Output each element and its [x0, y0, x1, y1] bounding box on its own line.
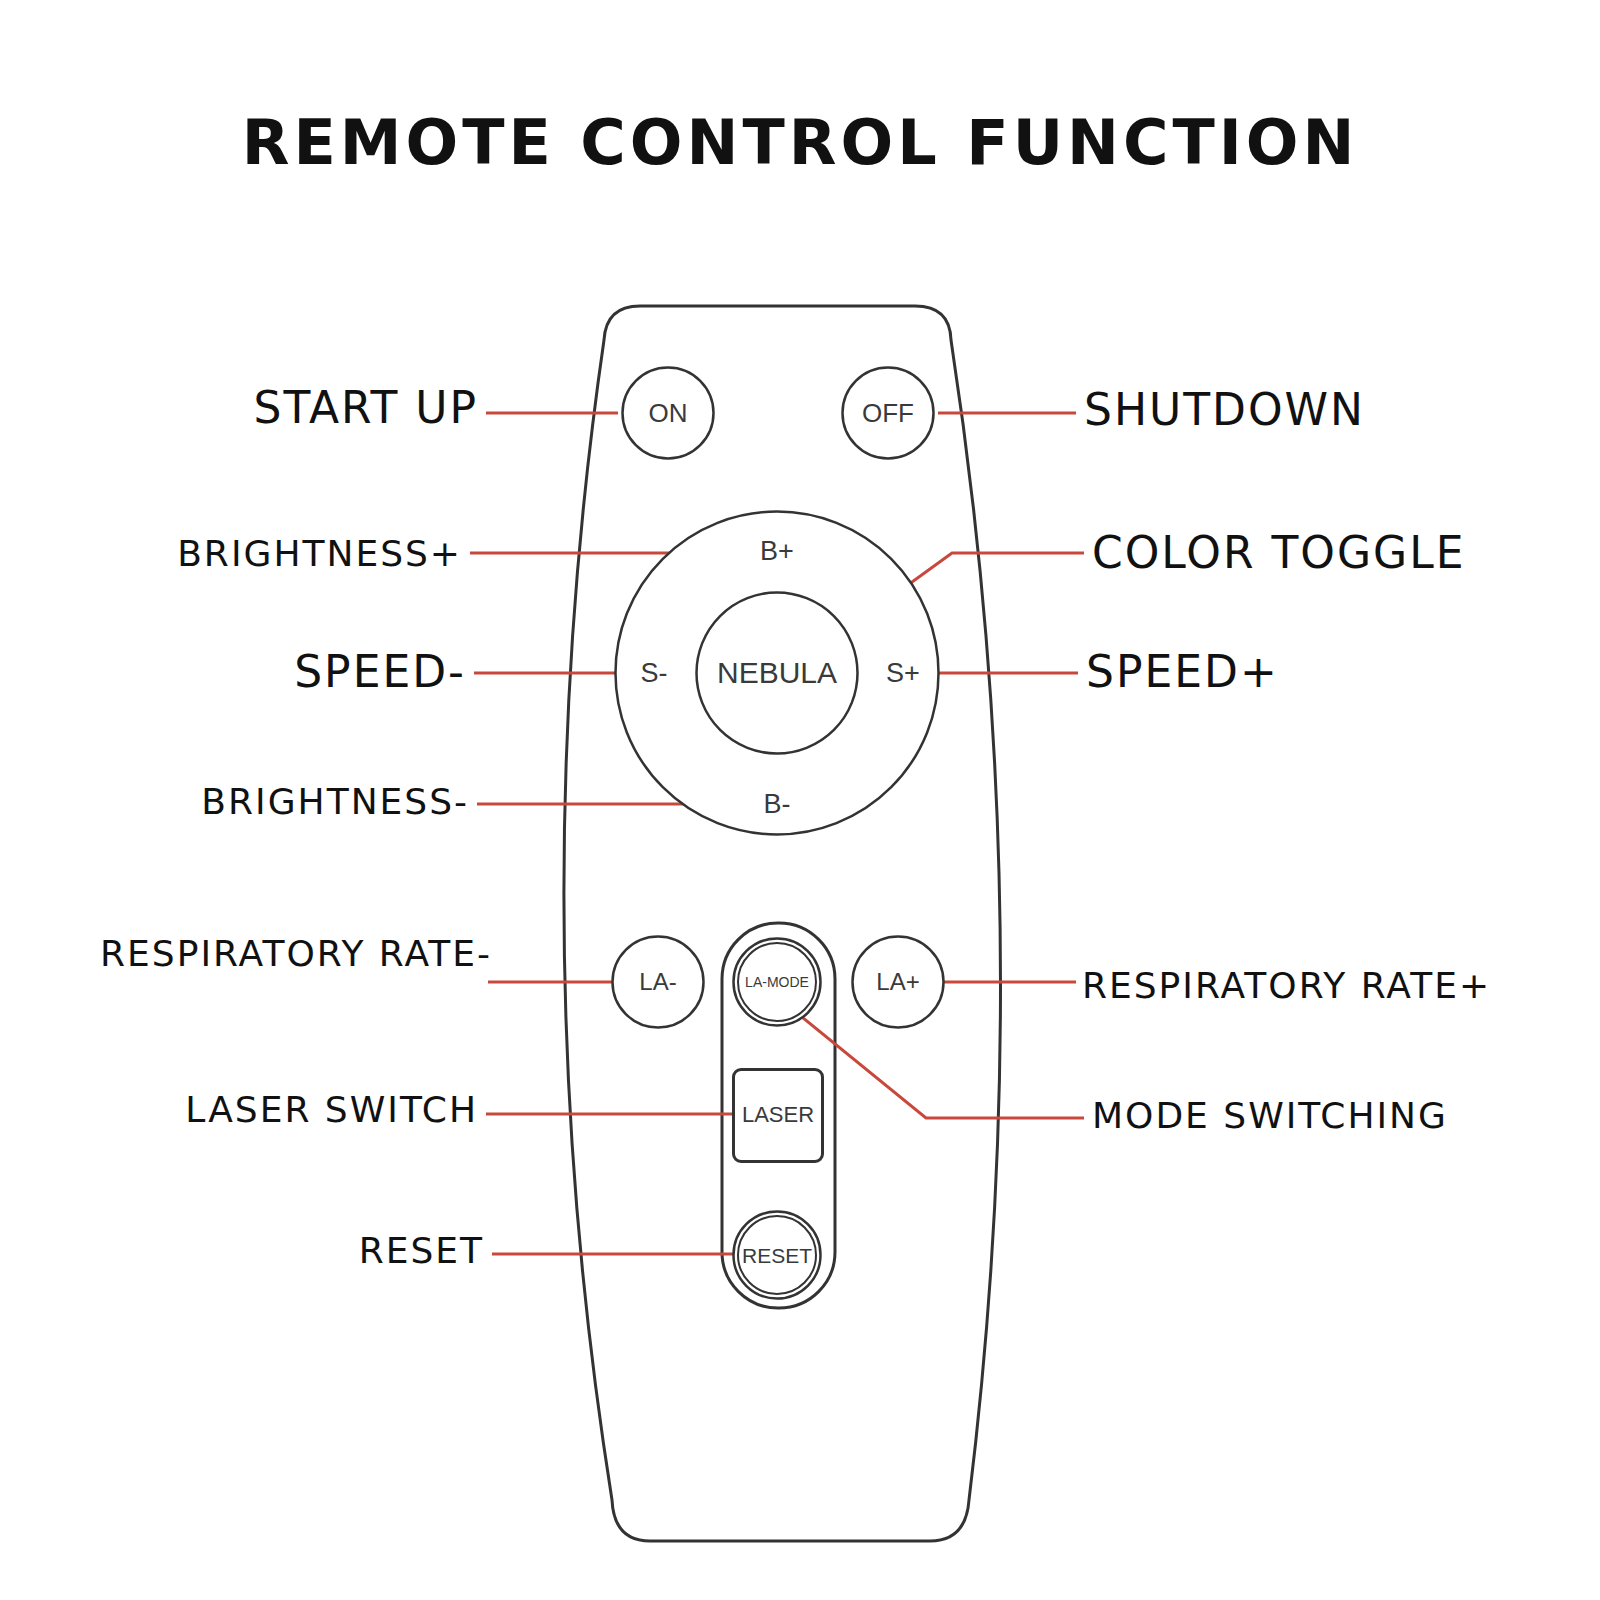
- button-inner-edge: [738, 943, 816, 1021]
- callout-label: RESPIRATORY RATE+: [1082, 968, 1491, 1004]
- button-label: LASER: [742, 1104, 814, 1126]
- button-edge: [843, 368, 934, 459]
- leader-line: [938, 412, 1076, 415]
- callout-label: LASER SWITCH: [185, 1092, 478, 1128]
- leader-line: [477, 803, 712, 806]
- la-plus-button: LA+: [851, 935, 945, 1029]
- leader-line: [492, 1253, 734, 1256]
- button-label: OFF: [862, 400, 914, 426]
- button-label: B-: [764, 791, 791, 818]
- button-pill: [722, 923, 835, 1308]
- button-label: RESET: [742, 1245, 812, 1266]
- button-edge: [853, 937, 944, 1028]
- button-label: NEBULA: [717, 658, 837, 688]
- button-label: B+: [760, 538, 794, 565]
- leader-lines: [470, 413, 1084, 1254]
- button-edge: [734, 939, 821, 1026]
- callout-label: SPEED-: [294, 650, 466, 694]
- callout-label: MODE SWITCHING: [1092, 1098, 1448, 1134]
- button-edge: [613, 937, 704, 1028]
- reset-button: RESET: [732, 1210, 822, 1300]
- button-label: S+: [886, 660, 920, 687]
- button-label: S-: [641, 660, 668, 687]
- button-edge: [697, 593, 858, 754]
- leader-line: [926, 672, 1078, 675]
- button-edge: [616, 512, 939, 835]
- button-inner-edge: [738, 1216, 816, 1294]
- leader-line: [474, 672, 628, 675]
- callout-label: BRIGHTNESS+: [177, 536, 462, 572]
- button-label: LA+: [876, 970, 919, 994]
- power-off-button: OFF: [841, 366, 935, 460]
- button-edge: [623, 368, 714, 459]
- button-label: LA-MODE: [745, 975, 809, 989]
- leader-line: [488, 981, 612, 984]
- la-mode-button: LA-MODE: [732, 937, 822, 1027]
- laser-button: LASER: [732, 1068, 824, 1163]
- power-on-button: ON: [621, 366, 715, 460]
- leader-line: [486, 1113, 734, 1116]
- button-label: ON: [649, 400, 688, 426]
- callout-label: COLOR TOGGLE: [1092, 531, 1466, 575]
- nebula-button: NEBULA: [695, 591, 859, 755]
- title: REMOTE CONTROL FUNCTION: [0, 112, 1600, 174]
- callout-label: BRIGHTNESS-: [201, 784, 469, 820]
- remote-body: [564, 306, 1001, 1541]
- leader-line: [486, 412, 618, 415]
- callout-label: RESET: [359, 1233, 484, 1269]
- leader-line: [944, 981, 1076, 984]
- button-edge: [734, 1212, 821, 1299]
- direction-ring: B+ S- S+ B- NEBULA: [614, 510, 940, 836]
- callout-label: SPEED+: [1086, 650, 1279, 694]
- callout-label: SHUTDOWN: [1084, 388, 1365, 432]
- la-minus-button: LA-: [611, 935, 705, 1029]
- callout-label: START UP: [254, 386, 478, 430]
- callout-label: RESPIRATORY RATE-: [100, 936, 492, 972]
- button-label: LA-: [639, 970, 676, 994]
- leader-line: [797, 1013, 1084, 1118]
